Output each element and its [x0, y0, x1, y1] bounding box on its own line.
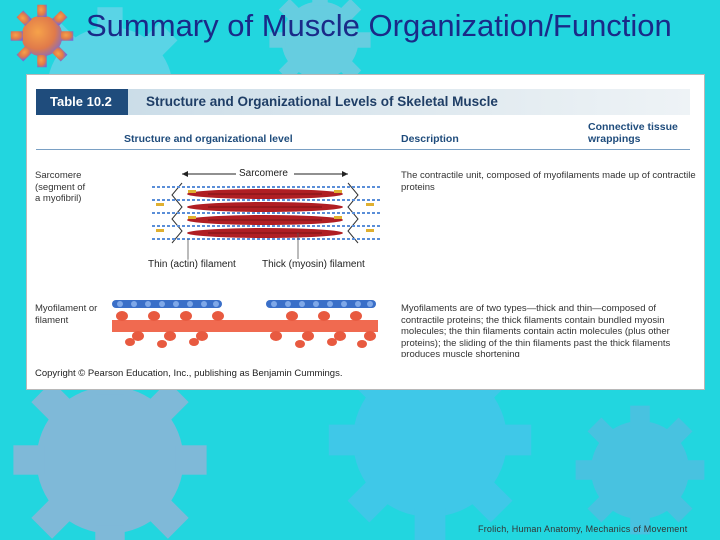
table-number: Table 10.2: [36, 89, 128, 115]
row-name-myofilament: Myofilament or filament: [35, 303, 98, 326]
table-header-band: [36, 89, 690, 115]
header-divider: [36, 149, 690, 150]
column-header-description: Description: [401, 133, 459, 145]
column-header-connective: Connective tissue wrappings: [588, 121, 678, 145]
table-title: Structure and Organizational Levels of S…: [146, 94, 498, 109]
copyright-text: Copyright © Pearson Education, Inc., pub…: [35, 368, 343, 379]
slide-footer: Frolich, Human Anatomy, Mechanics of Mov…: [478, 524, 688, 534]
gear-logo-icon: [10, 4, 74, 68]
thick-filament-label: Thick (myosin) filament: [262, 259, 365, 270]
row-description-myofilament: Myofilaments are of two types—thick and …: [401, 303, 671, 357]
row-name-sarcomere: Sarcomere (segment of a myofibril): [35, 170, 86, 204]
slide-title: Summary of Muscle Organization/Function: [86, 8, 672, 43]
sarcomere-label: Sarcomere: [237, 168, 290, 179]
column-header-structure: Structure and organizational level: [124, 133, 293, 145]
thin-filament-label: Thin (actin) filament: [148, 259, 236, 270]
row-description-sarcomere: The contractile unit, composed of myofil…: [401, 170, 696, 193]
myofilament-diagram: [112, 300, 378, 348]
